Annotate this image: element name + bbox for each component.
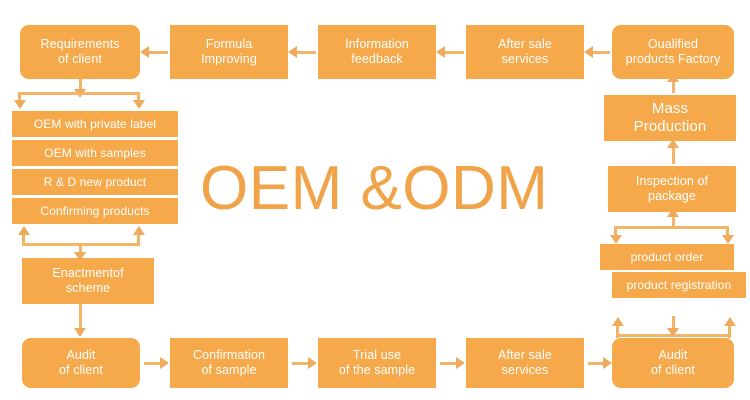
list-item-product-order[interactable]: product order <box>600 244 734 270</box>
arrow-head-fanin-left-icon <box>17 226 30 235</box>
node-enactment-of-scheme[interactable]: Enactmentof scheme <box>22 258 154 304</box>
node-inspection-of-package[interactable]: Inspection of package <box>608 166 736 212</box>
node-audit-of-client-right[interactable]: Audit of client <box>612 338 734 388</box>
arrow-head-right-fanin-center-icon <box>667 328 679 337</box>
connector-right-fanout-left-drop <box>614 226 617 237</box>
arrow-head-fanout-left-icon <box>13 100 26 109</box>
node-requirements-of-client[interactable]: Requirements of client <box>20 25 140 79</box>
connector-line-mass-to-qualified <box>671 80 675 93</box>
arrow-head-right-fanout-right-icon <box>721 235 734 244</box>
connector-fanout-bar <box>18 92 140 95</box>
node-formula-improving[interactable]: Formula Improving <box>170 25 288 79</box>
connector-line-top-4 <box>590 50 610 54</box>
arrow-head-right-fanout-center-icon <box>667 208 679 217</box>
arrow-head-fanin-center-icon <box>74 252 86 261</box>
list-item-product-registration[interactable]: product registration <box>612 272 746 298</box>
arrow-head-inspection-to-mass-icon <box>667 139 679 148</box>
arrow-head-right-fanin-right-icon <box>723 317 736 326</box>
node-after-sale-services-top[interactable]: After sale services <box>466 25 584 79</box>
connector-fanout-stem <box>78 79 82 91</box>
connector-fanin-stem <box>78 243 82 254</box>
connector-right-fanin-stem <box>671 316 675 330</box>
arrow-head-fanin-right-icon <box>132 226 145 235</box>
connector-fanin-left-riser <box>22 234 25 246</box>
node-trial-use-of-the-sample[interactable]: Trial use of the sample <box>318 338 436 388</box>
arrow-head-enactment-to-audit-icon <box>74 328 86 337</box>
arrow-head-right-fanout-left-icon <box>609 235 622 244</box>
connector-right-fanin-left-riser <box>616 325 619 338</box>
node-information-feedback[interactable]: Information feedback <box>318 25 436 79</box>
connector-line-top-1 <box>146 50 168 54</box>
connector-line-top-3 <box>442 50 464 54</box>
connector-fanin-right-riser <box>137 234 140 246</box>
connector-right-fanout-bar <box>614 226 729 229</box>
arrow-head-top-1-icon <box>140 46 149 58</box>
arrow-head-right-fanin-left-icon <box>611 317 624 326</box>
node-qualified-products-factory[interactable]: Oualified products Factory <box>612 25 734 79</box>
page-title: OEM &ODM <box>200 154 549 223</box>
arrow-head-top-2-icon <box>288 46 297 58</box>
arrow-head-top-4-icon <box>584 46 593 58</box>
arrow-head-mass-to-qualified-icon <box>667 73 679 82</box>
connector-fanout-left-drop <box>18 92 21 102</box>
arrow-head-top-3-icon <box>436 46 445 58</box>
node-confirmation-of-sample[interactable]: Confirmation of sample <box>170 338 288 388</box>
arrow-head-bottom-1-icon <box>160 357 169 369</box>
connector-line-bottom-1 <box>144 361 161 365</box>
arrow-head-fanout-right-icon <box>132 100 145 109</box>
connector-right-fanout-stem <box>671 216 675 228</box>
connector-line-bottom-2 <box>292 361 309 365</box>
arrow-head-bottom-3-icon <box>456 357 465 369</box>
list-item-oem-private-label[interactable]: OEM with private label <box>12 111 178 137</box>
connector-right-fanout-right-drop <box>726 226 729 237</box>
list-item-confirming-products[interactable]: Confirming products <box>12 198 178 224</box>
connector-line-inspection-to-mass <box>671 146 675 164</box>
arrow-head-bottom-4-icon <box>603 357 612 369</box>
node-audit-of-client-left[interactable]: Audit of client <box>22 338 140 388</box>
connector-line-bottom-4 <box>588 361 604 365</box>
arrow-head-bottom-2-icon <box>308 357 317 369</box>
list-item-oem-with-samples[interactable]: OEM with samples <box>12 140 178 166</box>
list-item-rd-new-product[interactable]: R & D new product <box>12 169 178 195</box>
connector-fanout-right-drop <box>137 92 140 102</box>
connector-line-bottom-3 <box>440 361 457 365</box>
connector-right-fanin-right-riser <box>728 325 731 338</box>
node-after-sale-services-bottom[interactable]: After sale services <box>466 338 584 388</box>
connector-line-enactment-to-audit <box>78 304 82 330</box>
connector-line-top-2 <box>294 50 316 54</box>
node-mass-production[interactable]: Mass Production <box>604 95 736 141</box>
